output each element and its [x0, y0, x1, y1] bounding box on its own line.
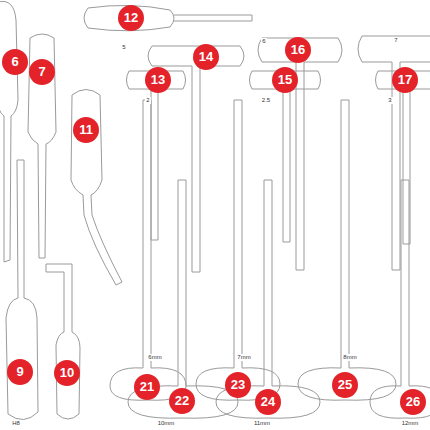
- callout-number: 11: [73, 117, 99, 143]
- t-key-outline: [298, 100, 396, 400]
- t-key-outline: [216, 180, 320, 418]
- size-label: 2.5: [261, 97, 271, 104]
- size-label: H8: [11, 420, 21, 427]
- t-handle-outline: [250, 71, 321, 242]
- size-label: 6: [261, 38, 266, 45]
- t-handle-outline: [358, 36, 430, 270]
- t-key-outline: [110, 100, 186, 400]
- callout-number: 6: [2, 49, 28, 75]
- callout-number: 14: [193, 44, 219, 70]
- t-key-outline: [370, 180, 430, 418]
- size-label: 5: [121, 44, 126, 51]
- callout-number: 25: [332, 372, 358, 398]
- t-handle-outline: [258, 38, 342, 270]
- size-label: 2: [145, 97, 150, 104]
- size-label: 11mm: [253, 420, 271, 427]
- callout-number: 26: [400, 389, 426, 415]
- screwdriver-outline: [6, 160, 38, 420]
- t-handle-outline: [376, 71, 430, 244]
- size-label: 7mm: [236, 354, 251, 361]
- callout-number: 15: [272, 67, 298, 93]
- t-key-outline: [128, 180, 238, 418]
- screwdriver-outline: [28, 34, 56, 258]
- screwdriver-outline: [84, 5, 252, 30]
- screwdriver-outline: [0, 1, 18, 262]
- t-key-outline: [196, 100, 280, 400]
- callout-number: 17: [392, 67, 418, 93]
- callout-number: 13: [145, 67, 171, 93]
- size-label: 12mm: [401, 420, 420, 427]
- screwdriver-outline: [46, 264, 80, 419]
- size-label: 7: [393, 37, 398, 44]
- callout-number: 12: [118, 5, 144, 31]
- t-handle-outline: [127, 71, 186, 240]
- callout-number: 7: [29, 59, 55, 85]
- callout-number: 16: [285, 37, 311, 63]
- callout-number: 9: [7, 359, 33, 385]
- bent-tool-outline: [71, 90, 122, 286]
- callout-number: 10: [54, 360, 80, 386]
- callout-number: 22: [169, 388, 195, 414]
- size-label: 6mm: [147, 354, 162, 361]
- callout-number: 23: [225, 372, 251, 398]
- size-label: 10mm: [157, 420, 176, 427]
- callout-number: 21: [134, 374, 160, 400]
- callout-number: 24: [255, 389, 281, 415]
- size-label: 3: [387, 97, 392, 104]
- size-label: 8mm: [342, 354, 357, 361]
